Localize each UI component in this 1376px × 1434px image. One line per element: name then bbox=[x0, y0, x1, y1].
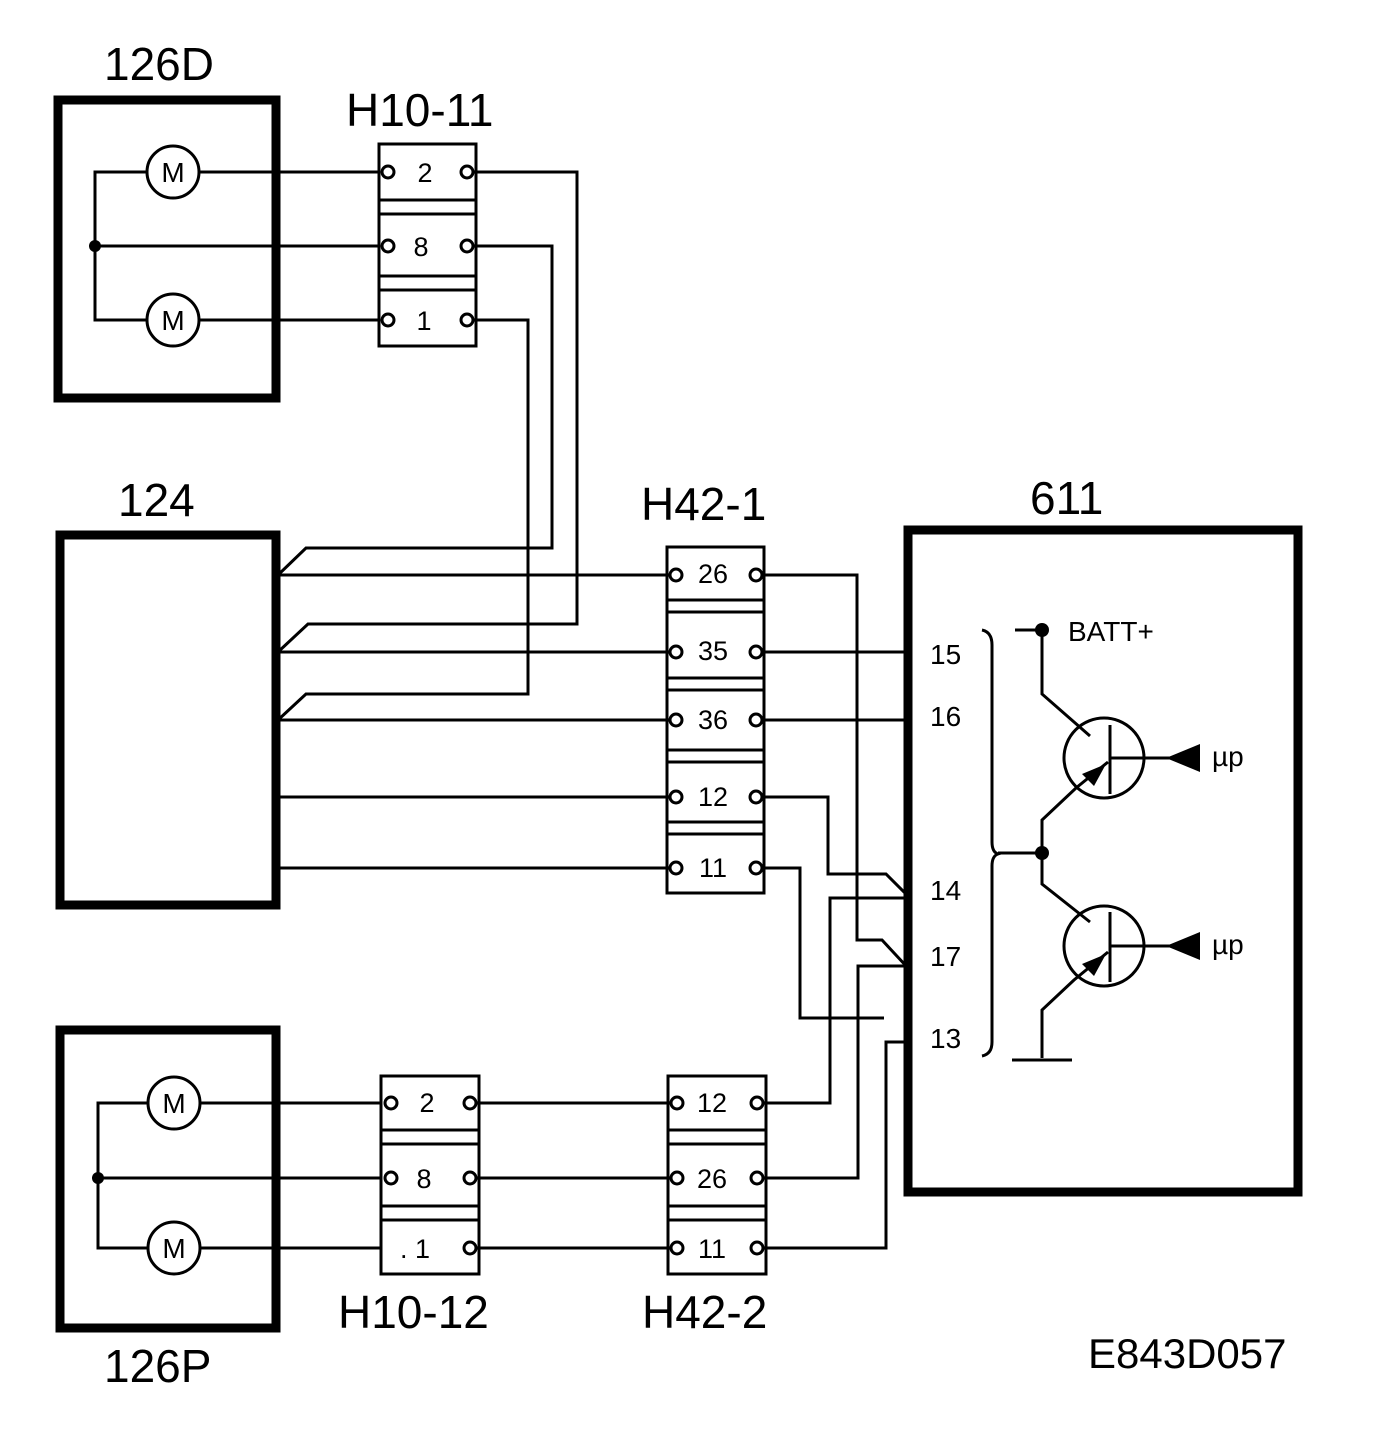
terminal bbox=[749, 1170, 765, 1186]
terminal bbox=[748, 644, 764, 660]
terminal bbox=[459, 312, 475, 328]
terminal bbox=[748, 860, 764, 876]
transistor-lower-collector bbox=[1040, 853, 1091, 924]
junction-dot bbox=[89, 240, 101, 252]
batt-label: BATT+ bbox=[1068, 616, 1154, 647]
terminal bbox=[383, 1170, 399, 1186]
terminal bbox=[749, 1240, 765, 1256]
terminal bbox=[380, 312, 396, 328]
wire-h42-1-12-to-611-14 bbox=[762, 795, 910, 898]
motor-icon: M bbox=[146, 1075, 202, 1131]
terminal bbox=[459, 164, 475, 180]
terminal bbox=[668, 789, 684, 805]
pin-label: 8 bbox=[416, 1164, 431, 1194]
wire-h42-2-11-to-611-13 bbox=[763, 1040, 908, 1250]
motor-icon: M bbox=[145, 144, 201, 200]
module-124-frame bbox=[55, 530, 281, 910]
terminal bbox=[380, 238, 396, 254]
wire-h42-2-12-to-611-14 bbox=[763, 896, 908, 1105]
pin-label: 8 bbox=[413, 232, 428, 262]
connector-h42-1-label: H42-1 bbox=[641, 478, 766, 530]
wire-h42-1-11 bbox=[762, 866, 884, 1020]
pin-611-label: 17 bbox=[930, 941, 961, 972]
terminal bbox=[669, 1240, 685, 1256]
pin-label: 11 bbox=[699, 853, 727, 883]
microprocessor-label: µp bbox=[1212, 741, 1244, 772]
connector-h10-12-body bbox=[379, 1074, 481, 1276]
module-124-label: 124 bbox=[118, 474, 195, 526]
transistor-upper-collector bbox=[1040, 630, 1091, 738]
connector-h10-12-label: H10-12 bbox=[338, 1286, 489, 1338]
terminal bbox=[749, 1095, 765, 1111]
motor-block-126d-frame bbox=[53, 95, 281, 403]
connector-h42-2: 12 26 11 H42-2 bbox=[642, 1074, 768, 1338]
terminal bbox=[380, 164, 396, 180]
wire-h10-11-pin2 bbox=[276, 170, 579, 654]
motor-block-126p: 126P M M bbox=[55, 1025, 382, 1392]
pin-611-label: 14 bbox=[930, 875, 961, 906]
module-611: 611 15 16 14 17 13 BATT+ µp bbox=[903, 472, 1303, 1197]
connector-h10-11-label: H10-11 bbox=[346, 84, 493, 136]
terminal bbox=[669, 1095, 685, 1111]
connector-h42-2-label: H42-2 bbox=[642, 1286, 767, 1338]
terminal bbox=[669, 1170, 685, 1186]
module-611-frame bbox=[903, 525, 1303, 1197]
microprocessor-label: µp bbox=[1212, 929, 1244, 960]
pin-label: 11 bbox=[698, 1234, 726, 1264]
pin-611-label: 13 bbox=[930, 1023, 961, 1054]
wire-h10-11-pin8 bbox=[276, 244, 554, 577]
terminal bbox=[383, 1095, 399, 1111]
pin-label: 1 bbox=[416, 306, 431, 336]
motor-126p-common-bus bbox=[96, 1101, 148, 1250]
motor-block-126p-label: 126P bbox=[104, 1340, 211, 1392]
connector-h42-2-body bbox=[666, 1074, 768, 1276]
terminal bbox=[459, 238, 475, 254]
terminal bbox=[748, 712, 764, 728]
terminal bbox=[462, 1240, 478, 1256]
junction-dot bbox=[92, 1172, 104, 1184]
pin-label: 2 bbox=[417, 158, 432, 188]
pin-group-bracket bbox=[981, 628, 1003, 1058]
transistor-icon bbox=[1040, 716, 1200, 852]
connector-h10-12: 2 8 . 1 H10-12 bbox=[338, 1074, 489, 1338]
diagram-id: E843D057 bbox=[1088, 1330, 1287, 1377]
connector-h10-11: H10-11 2 8 1 bbox=[346, 84, 493, 348]
motor-block-126d: 126D M M bbox=[53, 38, 380, 403]
motor-126p-lower-label: M bbox=[162, 1233, 185, 1264]
pin-label: 12 bbox=[698, 782, 728, 812]
wire-h42-1-26-to-611 bbox=[762, 573, 910, 970]
pin-label: 35 bbox=[698, 636, 728, 666]
terminal bbox=[668, 712, 684, 728]
terminal bbox=[668, 644, 684, 660]
pin-label: 36 bbox=[698, 705, 728, 735]
terminal bbox=[748, 567, 764, 583]
pin-label: 2 bbox=[419, 1088, 434, 1118]
module-611-label: 611 bbox=[1030, 472, 1103, 524]
motor-icon: M bbox=[145, 292, 201, 348]
pin-label: . 1 bbox=[400, 1234, 430, 1264]
motor-icon: M bbox=[146, 1220, 202, 1276]
wire-h42-2-26-to-611-17 bbox=[763, 964, 908, 1180]
connector-h42-1: H42-1 26 35 36 12 11 bbox=[641, 478, 766, 895]
wire-h10-11-pin1 bbox=[276, 318, 530, 722]
terminal bbox=[668, 860, 684, 876]
terminal bbox=[748, 789, 764, 805]
terminal bbox=[462, 1095, 478, 1111]
motor-126d-lower-label: M bbox=[161, 305, 184, 336]
transistor-icon bbox=[1040, 904, 1200, 1058]
terminal bbox=[462, 1170, 478, 1186]
pin-611-label: 16 bbox=[930, 701, 961, 732]
terminal bbox=[668, 567, 684, 583]
motor-126d-upper-label: M bbox=[161, 157, 184, 188]
motor-block-126d-label: 126D bbox=[104, 38, 214, 90]
motor-126p-upper-label: M bbox=[162, 1088, 185, 1119]
module-124: 124 bbox=[55, 474, 281, 910]
pin-label: 26 bbox=[697, 1164, 727, 1194]
pin-611-label: 15 bbox=[930, 639, 961, 670]
pin-label: 12 bbox=[697, 1088, 727, 1118]
pin-label: 26 bbox=[698, 559, 728, 589]
